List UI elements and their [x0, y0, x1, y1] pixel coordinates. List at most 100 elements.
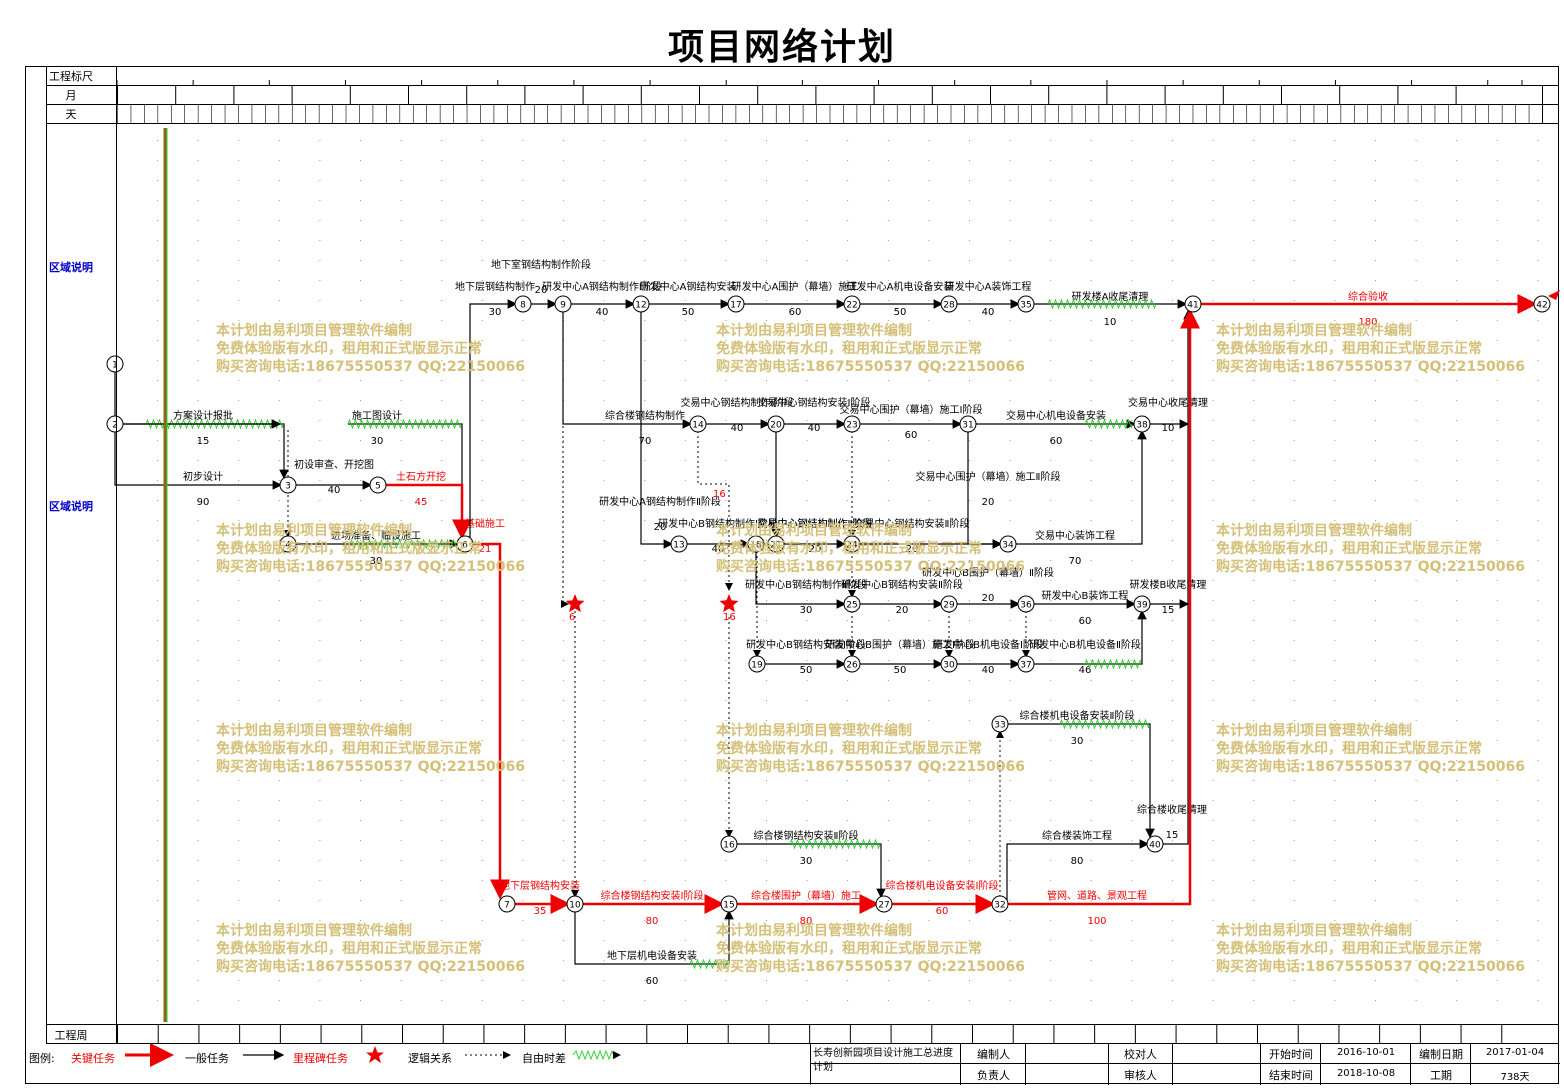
node-circle	[720, 895, 738, 913]
grid-dot	[1334, 400, 1336, 401]
grid-dot	[806, 800, 808, 801]
grid-dot	[684, 720, 686, 721]
grid-dot	[725, 760, 727, 761]
grid-dot	[197, 320, 199, 321]
grid-dot	[1090, 600, 1092, 601]
grid-dot	[157, 960, 158, 961]
grid-dot	[1496, 160, 1498, 161]
grid-dot	[1009, 160, 1011, 161]
grid-dot	[644, 540, 646, 541]
node-number: 33	[994, 721, 1005, 731]
grid-dot	[887, 160, 889, 161]
grid-dot	[238, 940, 240, 941]
grid-dot	[806, 500, 808, 501]
grid-dot	[481, 960, 483, 961]
grid-dot	[1172, 500, 1173, 501]
grid-dot	[1456, 660, 1458, 661]
watermark-block: 本计划由易利项目管理软件编制免费体验版有水印，租用和正式版显示正常购买咨询电话:…	[216, 522, 525, 576]
grid-dot	[1050, 800, 1052, 801]
grid-dot	[319, 940, 321, 941]
grid-dot	[1212, 940, 1214, 941]
grid-dot	[1212, 580, 1214, 581]
legend-logic-label: 逻辑关系	[408, 1052, 452, 1065]
grid-dot	[1212, 380, 1214, 381]
grid-dot	[1090, 860, 1092, 861]
grid-dot	[1415, 160, 1417, 161]
grid-dot	[1375, 180, 1376, 181]
grid-dot	[644, 340, 646, 341]
grid-dot	[1172, 200, 1173, 201]
grid-dot	[1415, 760, 1417, 761]
grid-dot	[928, 660, 930, 661]
grid-dot	[319, 380, 321, 381]
grid-dot	[847, 340, 849, 341]
grid-dot	[644, 240, 646, 241]
grid-dot	[400, 180, 402, 181]
grid-dot	[847, 140, 849, 141]
grid-dot	[1496, 480, 1498, 481]
grid-dot	[481, 620, 483, 621]
grid-dot	[197, 980, 199, 981]
grid-dot	[1496, 300, 1498, 301]
grid-dot	[644, 800, 646, 801]
grid-dot	[1212, 240, 1214, 241]
grid-dot	[1253, 460, 1255, 461]
task-name: 交易中心钢结构制作Ⅱ阶段	[758, 517, 873, 530]
grid-dot	[563, 620, 564, 621]
grid-dot	[1537, 480, 1539, 481]
grid-dot	[1009, 560, 1011, 561]
grid-dot	[1293, 740, 1295, 741]
grid-dot	[1131, 740, 1133, 741]
grid-dot	[1375, 620, 1376, 621]
grid-dot	[1131, 620, 1133, 621]
node-number: 6	[462, 541, 468, 551]
grid-dot	[1172, 480, 1173, 481]
grid-dot	[1172, 680, 1173, 681]
grid-dot	[157, 700, 158, 701]
grid-dot	[1293, 680, 1295, 681]
project-name: 长寿创新园项目设计施工总进度计划	[813, 1048, 953, 1073]
grid-dot	[441, 480, 443, 481]
grid-dot	[197, 160, 199, 161]
grid-dot	[360, 600, 361, 601]
grid-dot	[1212, 920, 1214, 921]
grid-dot	[360, 540, 361, 541]
grid-dot	[522, 1000, 524, 1001]
grid-dot	[1009, 940, 1011, 941]
grid-dot	[766, 920, 767, 921]
grid-dot	[441, 340, 443, 341]
grid-dot	[644, 560, 646, 561]
grid-dot	[1375, 780, 1376, 781]
grid-dot	[1375, 420, 1376, 421]
grid-dot	[360, 680, 361, 681]
grid-dot	[522, 160, 524, 161]
grid-dot	[1537, 680, 1539, 681]
grid-dot	[1050, 260, 1052, 261]
grid-dot	[684, 920, 686, 921]
grid-dot	[969, 640, 970, 641]
grid-dot	[725, 620, 727, 621]
grid-dot	[1090, 200, 1092, 201]
grid-dot	[766, 860, 767, 861]
grid-dot	[725, 720, 727, 721]
task-name: 研发中心B钢结构安装Ⅱ阶段	[841, 578, 963, 591]
grid-dot	[1212, 680, 1214, 681]
grid-dot	[1334, 140, 1336, 141]
grid-dot	[887, 440, 889, 441]
grid-dot	[197, 760, 199, 761]
grid-dot	[441, 400, 443, 401]
grid-dot	[1496, 760, 1498, 761]
grid-dot	[441, 880, 443, 881]
grid-dot	[1009, 780, 1011, 781]
grid-dot	[441, 840, 443, 841]
watermark-line: 购买咨询电话:18675550537 QQ:22150066	[216, 559, 525, 575]
grid-dot	[725, 420, 727, 421]
grid-dot	[360, 460, 361, 461]
grid-dot	[644, 780, 646, 781]
grid-dot	[197, 180, 199, 181]
grid-dot	[157, 940, 158, 941]
grid-dot	[847, 800, 849, 801]
grid-dot	[766, 220, 767, 221]
grid-dot	[1050, 360, 1052, 361]
grid-dot	[1009, 500, 1011, 501]
